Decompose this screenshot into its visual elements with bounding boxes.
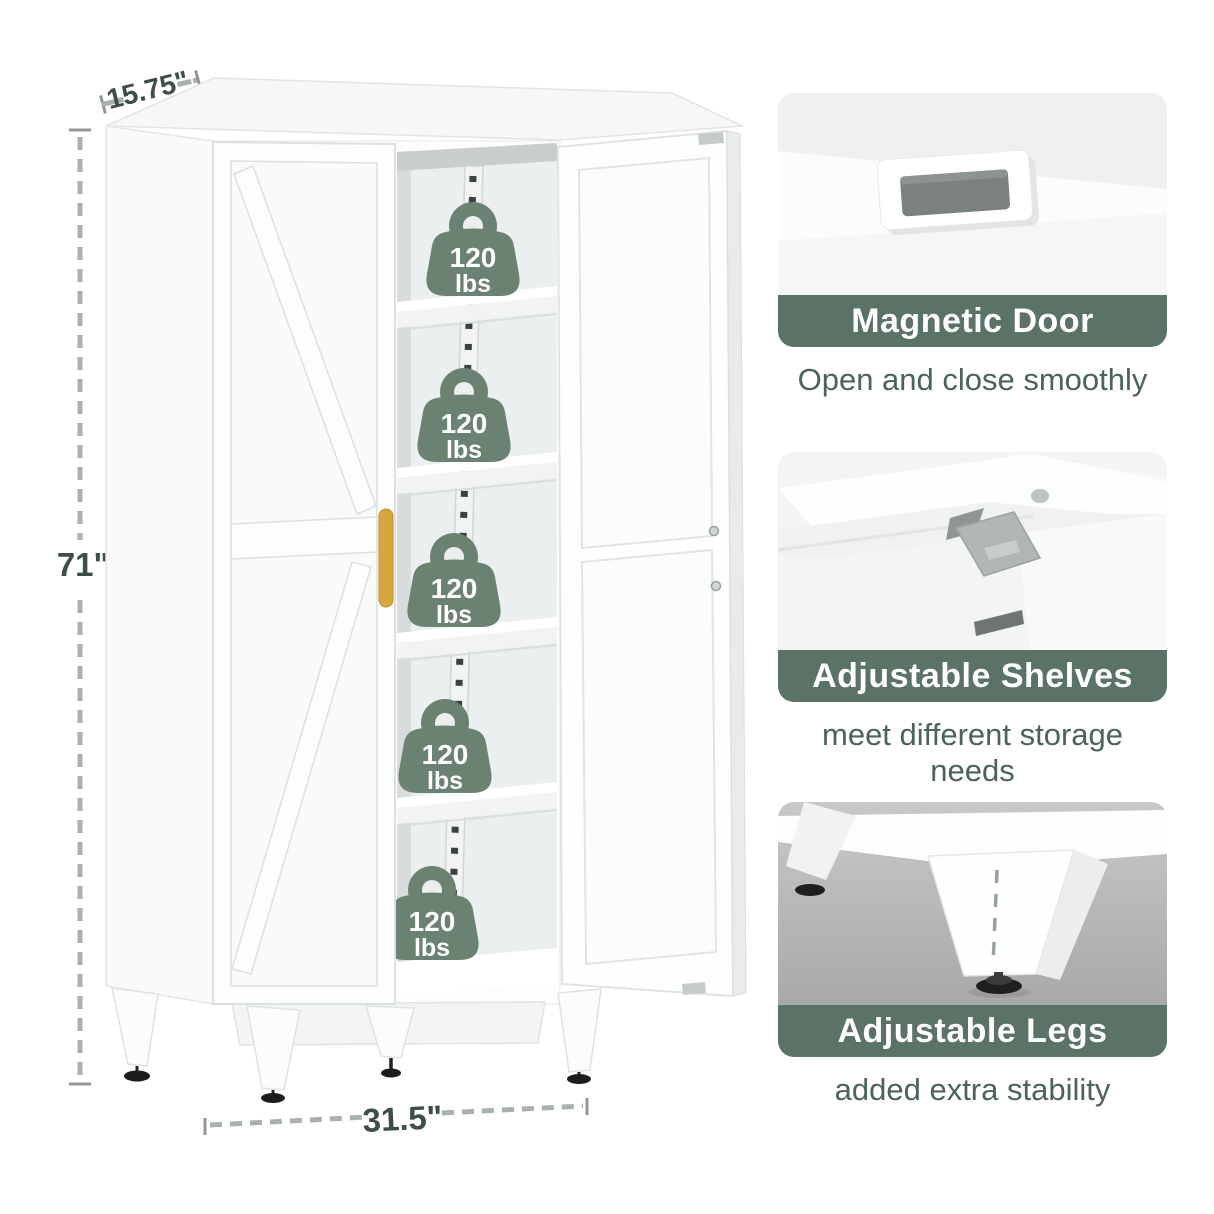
main-leg bbox=[927, 849, 1108, 998]
cabinet-legs bbox=[111, 987, 602, 1103]
door-inset-panel-top bbox=[577, 156, 714, 550]
feature-banner: Adjustable Shelves bbox=[778, 650, 1167, 702]
door-inset-panel-bottom bbox=[580, 548, 718, 966]
weight-unit: lbs bbox=[446, 436, 482, 464]
weight-value: 120 bbox=[450, 242, 497, 273]
feature-adjustable-legs: Adjustable Legs added extra stability bbox=[778, 802, 1167, 1108]
closed-left-door bbox=[212, 140, 396, 1005]
shelf bbox=[396, 286, 558, 331]
shelf bbox=[396, 782, 558, 827]
leg bbox=[557, 988, 602, 1084]
recessed-handle bbox=[876, 149, 1039, 236]
weight-badge-icon: 120 lbs bbox=[385, 866, 479, 962]
cabinet-left-side bbox=[105, 125, 214, 1005]
feature-title: Magnetic Door bbox=[851, 301, 1094, 340]
door-screw bbox=[708, 525, 720, 537]
open-right-door[interactable] bbox=[556, 129, 747, 998]
door-edge bbox=[726, 130, 747, 997]
feature-callouts: Magnetic Door Open and close smoothly bbox=[778, 0, 1167, 1214]
feature-caption: meet different storage needs bbox=[822, 717, 1123, 788]
interior-left-wall bbox=[397, 151, 411, 996]
feature-banner: Adjustable Legs bbox=[778, 1005, 1167, 1057]
door-diagonal-brace-bottom bbox=[231, 561, 372, 975]
magnetic-door-photo bbox=[778, 93, 1167, 295]
leg bbox=[364, 1005, 415, 1078]
height-dimension-label: 71" bbox=[57, 546, 109, 583]
weight-value: 120 bbox=[409, 906, 456, 937]
feature-banner: Magnetic Door bbox=[778, 295, 1167, 347]
weight-unit: lbs bbox=[414, 934, 450, 962]
shelves bbox=[396, 286, 558, 996]
weight-unit: lbs bbox=[455, 270, 491, 298]
background-leg bbox=[786, 802, 856, 896]
door-inner-panel bbox=[230, 160, 378, 987]
shelf bbox=[396, 452, 558, 497]
track-slot bbox=[974, 610, 1024, 636]
weight-badge-icon: 120 lbs bbox=[426, 202, 520, 298]
width-dimension-label: 31.5" bbox=[362, 1098, 444, 1139]
weight-badge-icon: 120 lbs bbox=[398, 699, 492, 795]
height-dimension: 71" bbox=[57, 128, 109, 1086]
door-diagonal-brace-top bbox=[233, 165, 377, 515]
adjustable-shelves-photo bbox=[778, 452, 1167, 650]
feature-card: Magnetic Door bbox=[778, 93, 1167, 347]
cabinet-top-panel bbox=[105, 77, 745, 141]
shelf bbox=[396, 617, 558, 662]
interior-top-shadow bbox=[397, 143, 557, 171]
magnet-plate-bottom bbox=[682, 982, 706, 995]
feature-card: Adjustable Legs bbox=[778, 802, 1167, 1057]
feature-magnetic-door: Magnetic Door Open and close smoothly bbox=[778, 93, 1167, 398]
door-middle-rail bbox=[230, 516, 378, 560]
feature-title: Adjustable Legs bbox=[837, 1011, 1108, 1050]
feature-adjustable-shelves: Adjustable Shelves meet different storag… bbox=[778, 452, 1167, 789]
weight-value: 120 bbox=[422, 739, 469, 770]
shelf-clip-bracket bbox=[946, 508, 1042, 577]
feature-caption: Open and close smoothly bbox=[797, 362, 1148, 397]
leg bbox=[246, 1005, 301, 1103]
weight-value: 120 bbox=[431, 573, 478, 604]
weight-badge-icon: 120 lbs bbox=[417, 368, 511, 464]
weight-unit: lbs bbox=[436, 601, 472, 629]
feature-caption: added extra stability bbox=[834, 1072, 1111, 1107]
door-handle[interactable] bbox=[378, 508, 394, 608]
cabinet-interior: 120 lbs 120 lbs 120 lbs 120 lbs bbox=[385, 143, 558, 996]
weight-value: 120 bbox=[441, 408, 488, 439]
adjustable-legs-photo bbox=[778, 802, 1167, 1005]
feature-title: Adjustable Shelves bbox=[812, 656, 1133, 695]
weight-unit: lbs bbox=[427, 767, 463, 795]
weight-badge-icon: 120 lbs bbox=[407, 533, 501, 629]
cabinet-floor bbox=[397, 948, 557, 996]
magnet-plate-top bbox=[698, 132, 724, 145]
leg bbox=[111, 987, 159, 1082]
cabinet-base bbox=[111, 987, 602, 1103]
weight-badges: 120 lbs 120 lbs 120 lbs 120 lbs bbox=[385, 202, 520, 962]
cabinet-illustration: 15.75" 71" 31.5" bbox=[57, 65, 747, 1139]
door-screw bbox=[710, 580, 722, 592]
width-dimension: 31.5" bbox=[203, 1098, 589, 1139]
feature-card: Adjustable Shelves bbox=[778, 452, 1167, 702]
